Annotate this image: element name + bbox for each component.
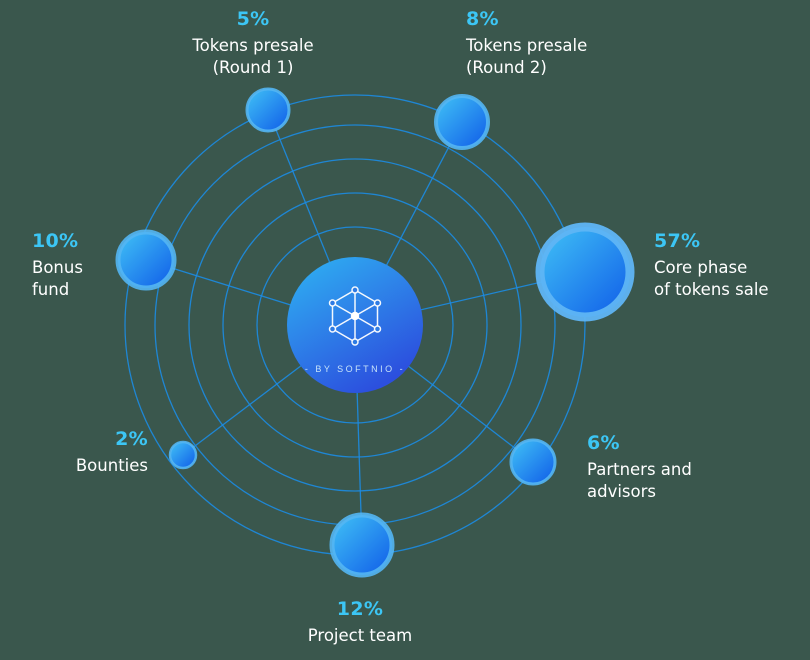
label-line: Tokens presale bbox=[192, 36, 314, 55]
label-line: of tokens sale bbox=[654, 280, 769, 299]
pct-value: 57% bbox=[654, 230, 701, 252]
bubble-project-team bbox=[329, 512, 395, 578]
orbit-ring-3 bbox=[188, 158, 522, 492]
orbit-ring-1 bbox=[256, 226, 454, 424]
label-partners: 6% Partners and advisors bbox=[587, 432, 737, 503]
bubble-bonus-fund bbox=[115, 229, 177, 291]
pct-value: 5% bbox=[236, 8, 270, 30]
label-bounties: 2% Bounties bbox=[38, 428, 148, 477]
label-line: Project team bbox=[307, 626, 413, 645]
center-hub: - BY SOFTNIO - bbox=[287, 257, 423, 393]
label-bonus-fund: 10% Bonus fund bbox=[32, 230, 152, 301]
bubble-presale-round-2 bbox=[434, 94, 490, 150]
allocation-bubbles bbox=[115, 87, 635, 578]
label-line: Core phase bbox=[654, 258, 748, 277]
label-line: Partners and bbox=[587, 460, 692, 479]
label-line: (Round 1) bbox=[212, 58, 294, 77]
bubble-presale-round-1 bbox=[245, 87, 291, 133]
bubble-core-phase bbox=[535, 222, 635, 322]
label-project-team: 12% Project team bbox=[270, 598, 450, 647]
label-line: Bonus bbox=[32, 258, 83, 277]
bubble-bounties bbox=[168, 440, 198, 470]
pct-value: 12% bbox=[336, 598, 384, 620]
orbit-ring-2 bbox=[222, 192, 488, 458]
label-core-phase: 57% Core phase of tokens sale bbox=[654, 230, 804, 301]
label-presale-round-2: 8% Tokens presale (Round 2) bbox=[466, 8, 636, 79]
pct-value: 10% bbox=[32, 230, 79, 252]
label-line: Bounties bbox=[75, 456, 148, 475]
pct-value: 8% bbox=[466, 8, 499, 30]
brand-text: - BY SOFTNIO - bbox=[305, 364, 405, 374]
label-line: (Round 2) bbox=[466, 58, 547, 77]
pct-value: 6% bbox=[587, 432, 620, 454]
label-presale-round-1: 5% Tokens presale (Round 1) bbox=[173, 8, 333, 79]
label-line: Tokens presale bbox=[466, 36, 588, 55]
label-line: advisors bbox=[587, 482, 657, 501]
label-line: fund bbox=[32, 280, 70, 299]
bubble-partners bbox=[509, 438, 557, 486]
hex-network-icon bbox=[328, 286, 382, 346]
pct-value: 2% bbox=[115, 428, 148, 450]
